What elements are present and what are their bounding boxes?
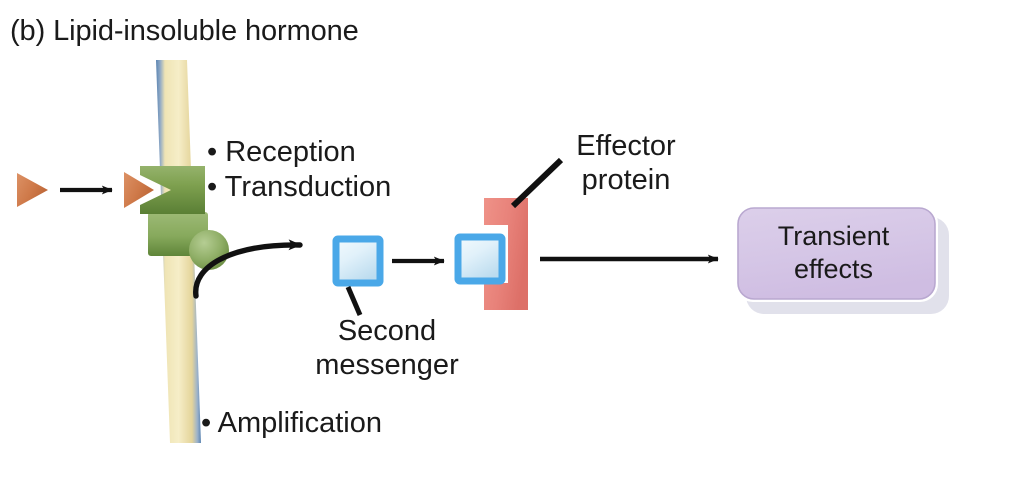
second-messenger-leader-line xyxy=(345,286,363,316)
effector-protein xyxy=(484,198,528,310)
panel-title: (b) Lipid-insoluble hormone xyxy=(10,15,359,47)
transient-effects-label: Transient effects xyxy=(777,221,890,284)
step-transduction-label: • Transduction xyxy=(207,171,392,203)
step-amplification-label: • Amplification xyxy=(201,407,383,439)
step-reception-label: • Reception xyxy=(207,136,356,168)
second-messenger-molecule-1 xyxy=(332,235,384,287)
arrow-transduction-curved xyxy=(193,239,303,299)
second-messenger-label: Second messenger xyxy=(315,315,459,382)
hormone-molecule-free xyxy=(17,173,48,207)
effector-protein-label: Effector protein xyxy=(576,130,676,197)
second-messenger-molecule-2 xyxy=(454,233,506,285)
effector-protein-leader-line xyxy=(510,157,564,209)
membrane-receptor-protein xyxy=(140,166,229,270)
hormone-molecule-bound xyxy=(124,172,154,208)
transient-effects-box xyxy=(735,205,949,314)
